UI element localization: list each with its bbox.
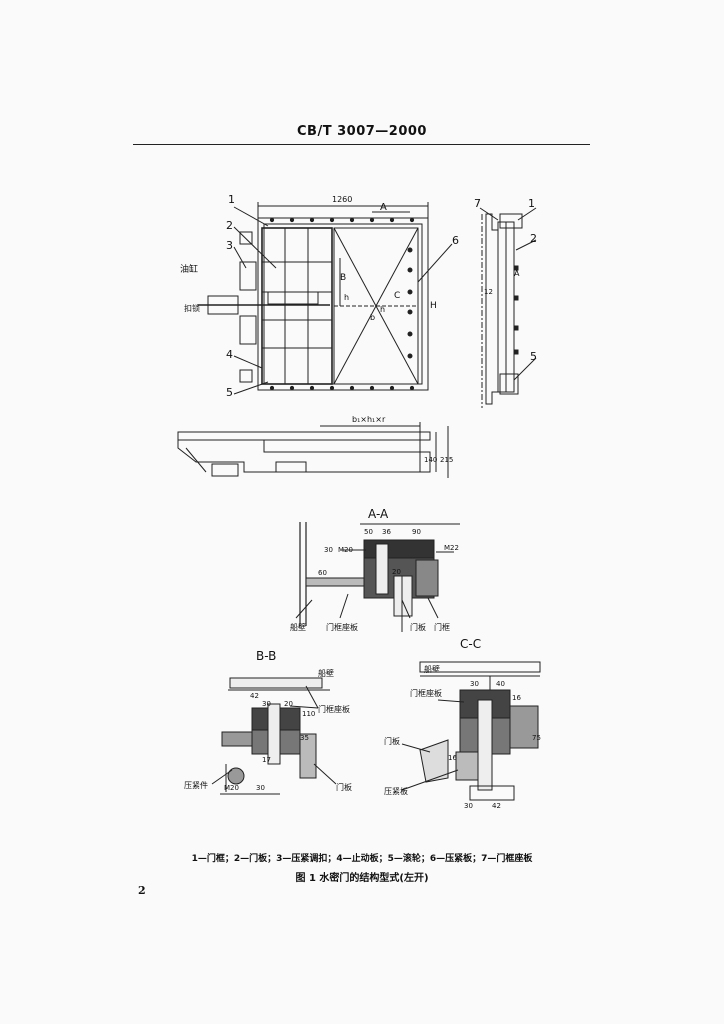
- svg-text:门框: 门框: [434, 622, 450, 632]
- svg-text:M22: M22: [444, 544, 459, 552]
- svg-text:船壁: 船壁: [424, 664, 440, 674]
- svg-text:16: 16: [512, 694, 521, 702]
- svg-text:M20: M20: [224, 784, 239, 792]
- svg-text:M20: M20: [338, 546, 353, 554]
- header-rule: [133, 144, 590, 145]
- svg-text:30: 30: [324, 546, 333, 554]
- svg-text:压紧件: 压紧件: [184, 780, 208, 790]
- svg-text:16: 16: [448, 754, 457, 762]
- section-cc-title: C-C: [460, 637, 481, 651]
- svg-text:215: 215: [440, 456, 453, 464]
- label-oil-cylinder: 油缸: [180, 263, 198, 275]
- svg-text:30: 30: [470, 680, 479, 688]
- svg-text:压紧板: 压紧板: [384, 786, 408, 796]
- callout-4: 4: [226, 348, 233, 361]
- section-bb-title: B-B: [256, 649, 276, 663]
- svg-text:船壁: 船壁: [318, 668, 334, 678]
- parts-legend: 1—门框；2—门板；3—压紧调扣；4—止动板；5—滚轮；6—压紧板；7—门框座板: [191, 854, 533, 864]
- label-lock: 扣锁: [184, 303, 200, 313]
- svg-text:60: 60: [318, 569, 327, 577]
- svg-text:门框座板: 门框座板: [410, 688, 442, 698]
- door-frame-outer: [257, 217, 429, 391]
- svg-text:门板: 门板: [384, 736, 400, 746]
- page-number: 2: [138, 884, 146, 897]
- svg-text:门板: 门板: [410, 622, 426, 632]
- svg-text:门板: 门板: [336, 782, 352, 792]
- svg-text:门框座板: 门框座板: [326, 622, 358, 632]
- side-callout-1: 1: [528, 197, 535, 210]
- svg-text:A: A: [514, 269, 520, 278]
- dim-b1h1r: b₁×h₁×r: [352, 415, 386, 424]
- standard-header: CB/T 3007—2000: [297, 124, 427, 139]
- svg-text:90: 90: [412, 528, 421, 536]
- side-view-outline: [485, 213, 499, 405]
- side-callout-7: 7: [474, 197, 481, 210]
- side-callout-2: 2: [530, 232, 537, 245]
- side-callout-5: 5: [530, 350, 537, 363]
- svg-text:12: 12: [484, 288, 493, 296]
- svg-text:42: 42: [250, 692, 259, 700]
- svg-text:110: 110: [302, 710, 315, 718]
- svg-text:30: 30: [256, 784, 265, 792]
- aa-frame: [363, 539, 435, 559]
- svg-text:30: 30: [464, 802, 473, 810]
- svg-text:30: 30: [262, 700, 271, 708]
- svg-text:h: h: [380, 305, 385, 314]
- svg-text:140: 140: [424, 456, 437, 464]
- callout-1: 1: [228, 193, 235, 206]
- svg-text:C: C: [394, 291, 400, 301]
- svg-text:H: H: [430, 301, 437, 311]
- figure-caption: 图 1 水密门的结构型式(左开): [295, 873, 429, 884]
- svg-text:20: 20: [392, 568, 401, 576]
- callout-6: 6: [452, 234, 459, 247]
- svg-text:36: 36: [382, 528, 391, 536]
- plan-view-outline: [177, 431, 431, 473]
- svg-text:b: b: [370, 313, 375, 322]
- svg-text:20: 20: [284, 700, 293, 708]
- svg-text:h: h: [344, 293, 349, 302]
- svg-text:船壁: 船壁: [290, 622, 306, 632]
- width-dim: 1260: [332, 195, 352, 204]
- svg-text:35: 35: [300, 734, 309, 742]
- section-aa-title: A-A: [368, 507, 389, 521]
- callout-3: 3: [226, 239, 233, 252]
- svg-text:42: 42: [492, 802, 501, 810]
- svg-text:75: 75: [532, 734, 541, 742]
- callout-2: 2: [226, 219, 233, 232]
- svg-text:B: B: [340, 273, 346, 283]
- svg-text:A: A: [380, 202, 387, 213]
- svg-text:50: 50: [364, 528, 373, 536]
- callout-5: 5: [226, 386, 233, 399]
- svg-text:40: 40: [496, 680, 505, 688]
- svg-text:17: 17: [262, 756, 271, 764]
- svg-text:门框座板: 门框座板: [318, 704, 350, 714]
